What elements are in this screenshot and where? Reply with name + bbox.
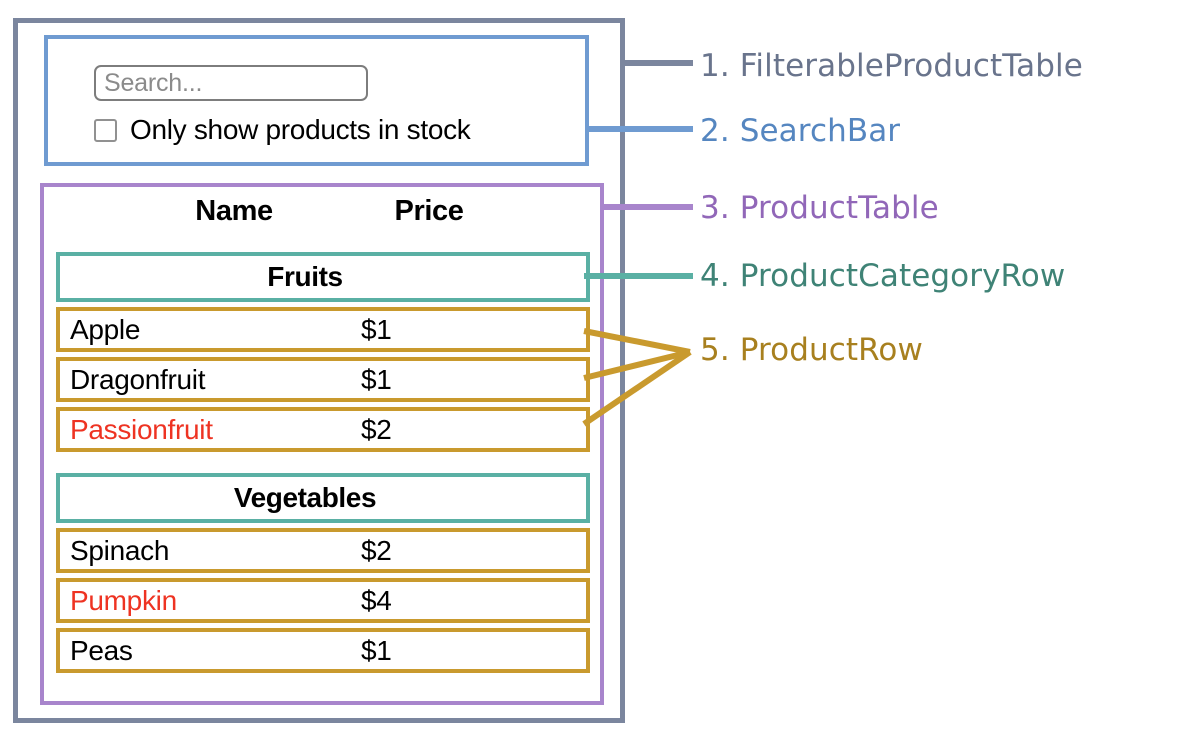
- product-price: $2: [361, 534, 392, 566]
- product-row: Apple $1: [56, 307, 590, 352]
- product-name: Dragonfruit: [70, 363, 206, 395]
- in-stock-filter-row[interactable]: Only show products in stock: [94, 114, 471, 146]
- search-bar: Search... Only show products in stock: [44, 35, 589, 166]
- callout-label-search-bar: 2. SearchBar: [700, 113, 901, 149]
- search-input[interactable]: Search...: [94, 65, 368, 101]
- product-table: Name Price Fruits Apple $1 Dragonfruit $…: [40, 183, 604, 705]
- product-row: Peas $1: [56, 628, 590, 673]
- product-price: $1: [361, 363, 392, 395]
- in-stock-filter-label: Only show products in stock: [130, 114, 471, 145]
- callout-label-product-row: 5. ProductRow: [700, 332, 923, 368]
- category-label: Vegetables: [233, 482, 377, 513]
- product-rows-area: Fruits Apple $1 Dragonfruit $1 Passionfr…: [56, 252, 590, 678]
- product-price: $1: [361, 634, 392, 666]
- product-name: Pumpkin: [70, 584, 177, 616]
- callout-label-product-category-row: 4. ProductCategoryRow: [700, 258, 1066, 294]
- callout-label-filterable-product-table: 1. FilterableProductTable: [700, 48, 1083, 84]
- category-label: Fruits: [267, 261, 343, 292]
- product-row: Spinach $2: [56, 528, 590, 573]
- checkbox-icon[interactable]: [94, 118, 117, 142]
- product-price: $1: [361, 313, 392, 345]
- product-name: Spinach: [70, 534, 170, 566]
- column-header-name: Name: [195, 195, 273, 227]
- product-price: $4: [361, 584, 392, 616]
- product-row: Passionfruit $2: [56, 407, 590, 452]
- column-header-price: Price: [394, 195, 464, 227]
- product-table-header: Name Price: [44, 195, 600, 241]
- product-name: Apple: [70, 313, 141, 345]
- product-row: Dragonfruit $1: [56, 357, 590, 402]
- callout-label-product-table: 3. ProductTable: [700, 190, 939, 226]
- product-price: $2: [361, 413, 392, 445]
- group-spacer: [56, 457, 590, 473]
- product-category-row: Fruits: [56, 252, 590, 302]
- product-category-row: Vegetables: [56, 473, 590, 523]
- product-row: Pumpkin $4: [56, 578, 590, 623]
- product-name: Passionfruit: [70, 413, 213, 445]
- product-name: Peas: [70, 634, 133, 666]
